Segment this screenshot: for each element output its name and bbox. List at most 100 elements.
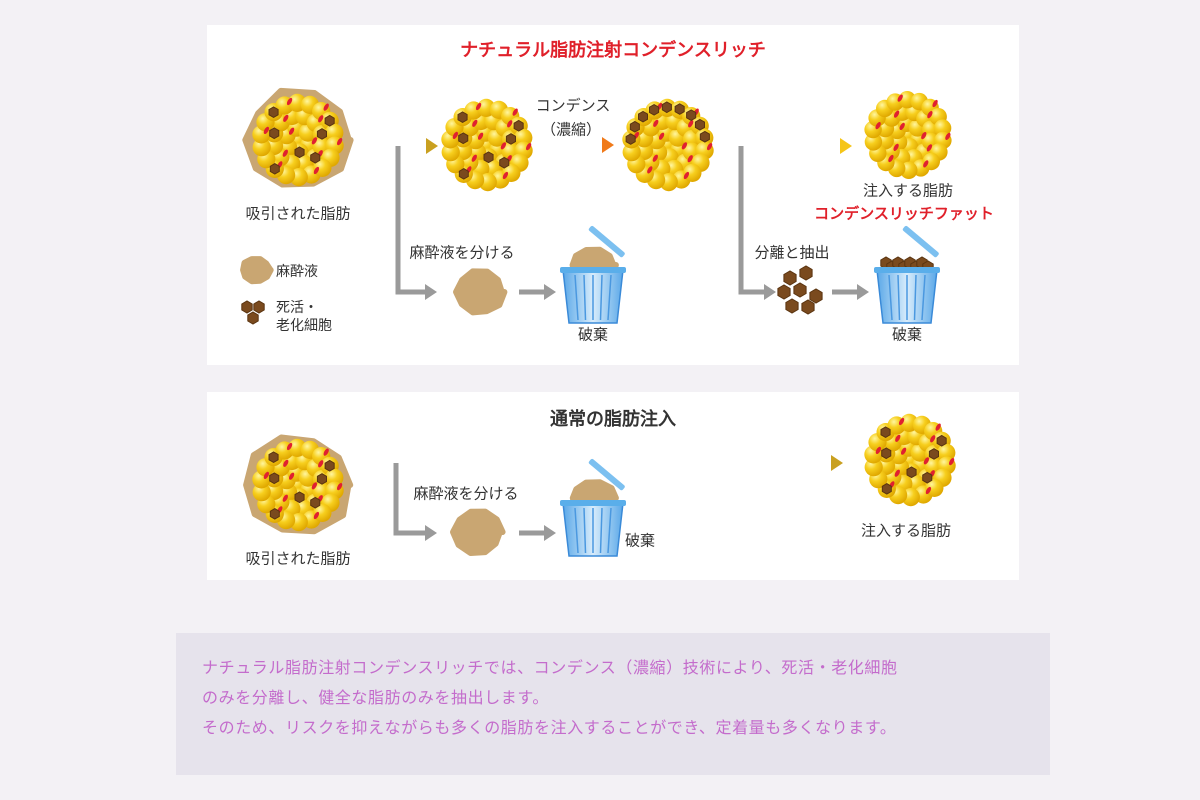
dead-cell-icon [906,466,917,479]
blood-cell [283,459,289,467]
separate-anesthetic-label: 麻酔液を分ける [413,484,519,503]
trash-can-rib [888,274,893,321]
legend-anesthetic-label: 麻酔液 [276,264,318,280]
dead-cell-icon [928,448,939,460]
to-discard-arrow [519,284,556,300]
dead-cell-icon [324,459,335,472]
fat-cell [313,158,332,177]
blood-cell [471,154,477,162]
discard-label: 破棄 [891,325,923,344]
fat-cell [441,143,460,162]
injected-fat-image [864,413,956,507]
blood-cell [477,132,484,140]
explanation-line: ナチュラル脂肪注射コンデンスリッチでは、コンデンス（濃縮）技術により、死活・老化… [202,658,898,677]
blood-cell [688,120,694,128]
legend-anesthetic-icon [240,256,274,285]
fat-cell [864,133,883,151]
arrow-shaft [393,463,429,536]
blood-cell [681,142,688,150]
blood-cell [893,143,899,151]
dead-cell-icon [793,282,807,298]
aspirated-fat-image [242,87,354,188]
dead-cell-icon [513,119,524,132]
dead-cell-icon [777,284,791,300]
blood-cell [706,142,713,151]
blood-cell [875,446,882,455]
trash-can-rim [560,267,626,273]
dead-cell-icon [269,163,280,175]
dead-cell-icon [269,127,280,140]
fat-cell [325,468,344,487]
dead-cell-icon [785,298,799,314]
blood-cell [313,166,320,175]
arrow-shaft [738,146,768,295]
dead-cell-icon [310,151,321,164]
trash-can-rib [583,507,587,554]
legend-dead-cells-label-2: 老化細胞 [276,318,332,334]
explanation-box: ナチュラル脂肪注射コンデンスリッチでは、コンデンス（濃縮）技術により、死活・老化… [176,633,1050,775]
separate-anesthetic-label: 麻酔液を分ける [409,243,515,262]
condensed-fat-image [622,98,714,192]
dead-cell-icon [310,496,321,509]
explanation-line: のみを分離し、健全な脂肪のみを抽出します。 [202,688,550,707]
blood-cell [925,486,932,495]
blood-cell [935,423,941,431]
blood-cell [475,102,482,111]
blood-cell [323,448,329,456]
fat-cell [864,458,883,477]
fat-cell [313,503,332,522]
trash-can-lid [588,458,625,491]
arrow-head-icon [840,138,852,154]
fat-cell [325,123,344,142]
condense-rich-title: ナチュラル脂肪注射コンデンスリッチ [460,40,766,61]
dead-cell-icon [699,130,710,143]
arrow-head-icon [831,455,843,471]
blood-cell [313,511,320,520]
dead-cell-icon [881,483,892,495]
dead-cells-image [777,265,823,315]
blood-cell [282,149,288,157]
trash-can-rib [607,507,612,554]
explanation-line: そのため、リスクを抑えながらも多くの脂肪を注入することができ、定着量も多くなりま… [202,718,897,737]
blood-cell [897,94,903,102]
dead-cell-icon [457,111,468,123]
anesthetic-branch-arrow [395,146,437,300]
blood-cell [507,120,513,128]
blood-cell [932,99,938,108]
dead-cell-icon [880,426,891,438]
blood-cell [452,131,459,140]
blood-cell [647,166,653,174]
legend-dead-cells-icon [241,300,265,325]
dead-cell-icon [499,156,510,169]
anesthetic-blob [450,508,506,556]
trash-can-lid [902,225,939,258]
arrow-head-icon [425,525,437,541]
dead-cell-icon [686,109,697,121]
blood-cell [336,137,343,146]
blood-cell [894,469,900,477]
blood-cell [318,115,324,123]
dead-cell-icon [629,120,640,133]
dead-cell-icon [269,508,280,520]
normal-injection-title: 通常の脂肪注入 [550,409,676,430]
aspirated-fat-label: 吸引された脂肪 [245,549,351,568]
dead-cell-icon [316,128,327,140]
condense-paren-label: （濃縮） [540,120,602,139]
injected-fat-label: 注入する脂肪 [862,181,954,200]
trash-can-rib [574,507,579,554]
trash-can-rib [607,274,612,321]
dead-cell-icon [458,132,469,145]
dead-cell-icon [881,447,892,460]
blood-cell [895,434,901,442]
dead-cell-icon [294,146,305,159]
dead-cell-icon [801,299,815,315]
blood-cell [502,171,509,180]
blood-cell [875,121,881,130]
dead-cell-icon [674,103,685,115]
fat-cell [925,478,944,497]
blood-cell [921,131,927,140]
blood-cell [311,137,318,145]
to-discard-arrow [519,525,556,541]
blood-cell [900,447,907,455]
trash-can-rim [560,500,626,506]
